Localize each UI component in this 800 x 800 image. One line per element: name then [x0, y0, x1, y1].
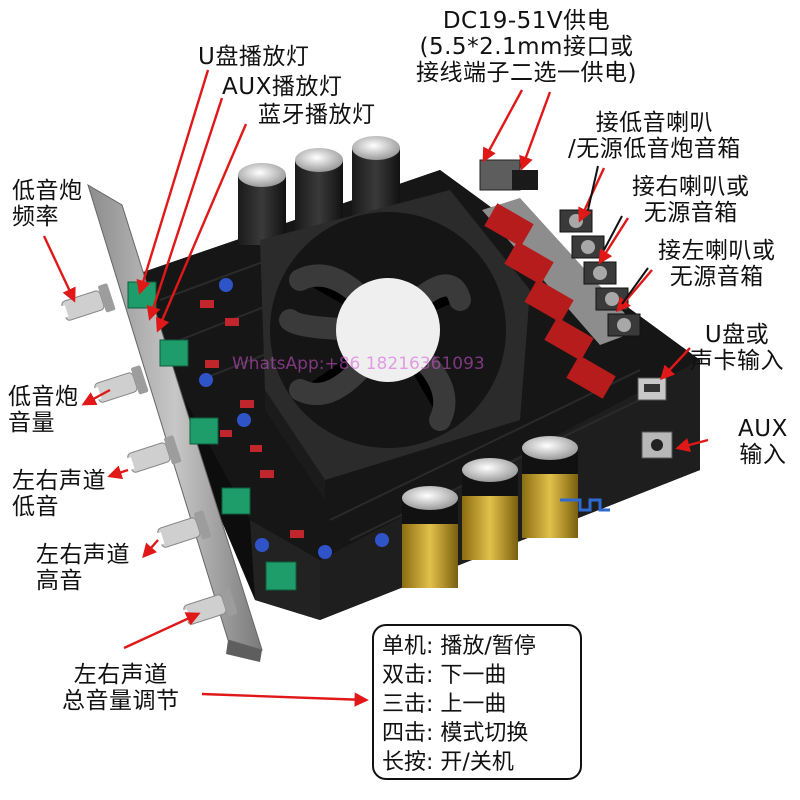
- right-out-label: 接右喇叭或 无源音箱: [632, 174, 750, 226]
- bt-lamp-label: 蓝牙播放灯: [258, 102, 376, 128]
- bass-vol-label: 低音炮 音量: [8, 384, 79, 436]
- aux-port: [641, 431, 673, 459]
- lr-bass-line-2: 低音: [12, 494, 59, 520]
- power-line-1: DC19-51V供电: [442, 8, 611, 34]
- usb-port: [637, 377, 667, 401]
- usb-in-line-2: 声卡输入: [690, 348, 784, 374]
- lr-master-line-2: 总音量调节: [62, 688, 180, 714]
- main-capacitors-top: [238, 136, 400, 245]
- control-long-press: 长按: 开/关机: [382, 750, 514, 775]
- lr-master-label: 左右声道 总音量调节: [62, 662, 180, 714]
- knobs: [60, 283, 238, 625]
- aux-in-label: AUX 输入: [738, 416, 788, 468]
- annotation-arrows: [42, 69, 709, 707]
- bass-vol-line-1: 低音炮: [8, 384, 79, 410]
- terminal-wires: [587, 165, 649, 305]
- lr-bass-label: 左右声道 低音: [12, 468, 106, 520]
- lr-treble-line-2: 高音: [36, 568, 83, 594]
- small-capacitors: [199, 278, 389, 559]
- sub-out-line-1: 接低音喇叭: [595, 110, 714, 136]
- lr-master-line-1: 左右声道: [73, 662, 168, 688]
- control-triple-press: 三击: 上一曲: [382, 692, 507, 717]
- potentiometers: [127, 281, 297, 591]
- lr-treble-label: 左右声道 高音: [36, 542, 130, 594]
- power-line-3: 接线端子二选一供电): [416, 60, 637, 86]
- aux-lamp-label: AUX播放灯: [222, 74, 343, 100]
- left-out-line-1: 接左喇叭或: [658, 238, 776, 264]
- u-lamp-label: U盘播放灯: [198, 44, 310, 70]
- bass-vol-line-2: 音量: [8, 410, 55, 436]
- right-out-line-2: 无源音箱: [643, 200, 738, 226]
- control-quadruple-press: 四击: 模式切换: [382, 721, 529, 746]
- heatsink-fan: [260, 190, 530, 500]
- lr-treble-line-1: 左右声道: [36, 542, 130, 568]
- aux-in-line-2: 输入: [739, 442, 787, 468]
- watermark: WhatsApp:+86 18216361093: [232, 354, 485, 374]
- left-out-line-2: 无源音箱: [669, 264, 764, 290]
- bass-freq-line-1: 低音炮: [12, 178, 83, 204]
- left-out-label: 接左喇叭或 无源音箱: [658, 238, 776, 290]
- bass-freq-line-2: 频率: [12, 204, 59, 230]
- sub-out-line-2: /无源低音炮音箱: [568, 136, 741, 162]
- power-line-2: (5.5*2.1mm接口或: [419, 34, 634, 60]
- lr-bass-line-1: 左右声道: [12, 468, 106, 494]
- control-single-press: 单机: 播放/暂停: [382, 634, 536, 659]
- controls-box: 单机: 播放/暂停 双击: 下一曲 三击: 上一曲 四击: 模式切换 长按: 开…: [372, 624, 582, 780]
- dc-jack: [479, 159, 538, 191]
- aux-in-line-1: AUX: [738, 416, 788, 442]
- usb-in-line-1: U盘或: [704, 322, 770, 348]
- sub-out-label: 接低音喇叭 /无源低音炮音箱: [568, 110, 741, 162]
- main-capacitors-bottom: [402, 436, 578, 588]
- usb-in-label: U盘或 声卡输入: [690, 322, 784, 374]
- power-label: DC19-51V供电 (5.5*2.1mm接口或 接线端子二选一供电): [416, 8, 637, 86]
- small-components: [200, 300, 304, 538]
- terminal-screws: [569, 214, 631, 332]
- bass-freq-label: 低音炮 频率: [12, 178, 83, 230]
- right-out-line-1: 接右喇叭或: [632, 174, 750, 200]
- bluetooth-antenna: [560, 498, 610, 512]
- control-double-press: 双击: 下一曲: [382, 663, 507, 688]
